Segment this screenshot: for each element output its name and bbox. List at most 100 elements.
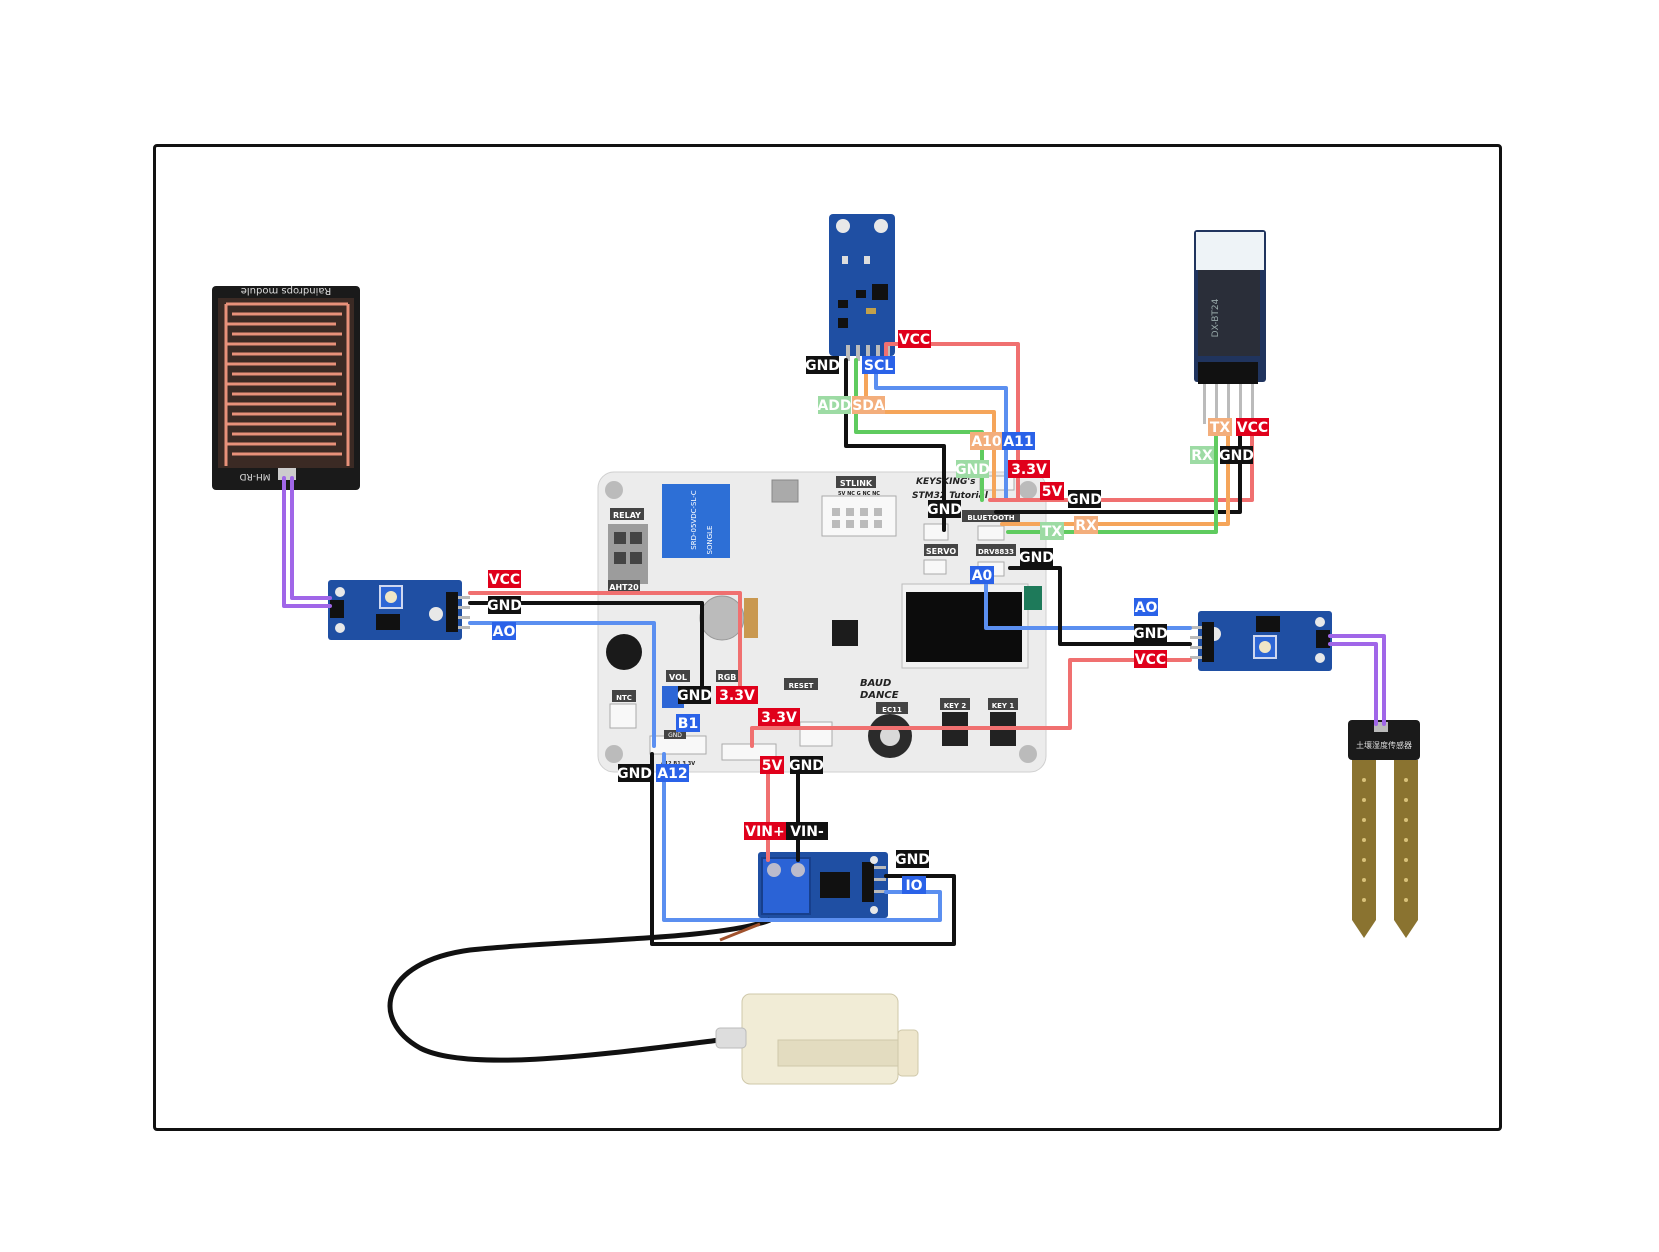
pin-label-bg: [488, 570, 521, 588]
pin-label-bth-rx: RX: [1074, 516, 1098, 534]
pin-label-soil-ao: AO: [1134, 598, 1158, 616]
silk-gnd-header: GND: [668, 732, 682, 739]
pin-label-rain-ao: AO: [492, 622, 516, 640]
pin-label-bg: [862, 356, 895, 374]
pin-label-bg: [1002, 432, 1035, 450]
pin-label-bg: [492, 622, 516, 640]
silk-bluetooth: BLUETOOTH: [967, 514, 1014, 522]
pin-label-text: VCC: [899, 332, 930, 348]
wire-blue-14: [984, 566, 1192, 630]
silk-stlink-pins: 5V NC G NC NC: [838, 491, 880, 497]
pin-label-bth-5v: 5V: [1040, 482, 1064, 500]
silk-key2: KEY 2: [944, 702, 967, 710]
pin-label-bg: [1236, 418, 1269, 436]
pin-label-bg: [786, 822, 828, 840]
pin-label-mos-io: IO: [902, 876, 926, 894]
pin-label-bg: [760, 756, 784, 774]
pin-label-bg: [902, 876, 926, 894]
silk-reset: RESET: [789, 682, 814, 690]
pin-label-bg: [716, 686, 758, 704]
pin-label-vol-gnd: GND: [677, 686, 712, 704]
raindrops-plate-sub: MH-RD: [239, 471, 270, 481]
pin-label-text: SCL: [864, 358, 893, 374]
pin-label-bg: [1190, 446, 1214, 464]
raindrops-plate-title: Raindrops module: [241, 285, 332, 296]
pin-label-text: VCC: [1135, 652, 1166, 668]
pin-label-hdr-a12: A12: [656, 764, 689, 782]
pin-label-text: GND: [617, 766, 652, 782]
pin-label-bg: [1134, 650, 1167, 668]
rain-comparator-module: [328, 580, 470, 640]
pin-label-bh-gnd: GND: [805, 356, 840, 374]
pin-label-bg: [1134, 624, 1167, 642]
pin-label-text: 5V: [762, 758, 783, 774]
pin-label-text: GND: [1067, 492, 1102, 508]
pin-label-ext-33: 3.3V: [758, 708, 800, 726]
pin-label-bg: [956, 460, 989, 478]
pin-label-bh-sda: SDA: [852, 396, 885, 414]
pin-label-bg: [676, 714, 700, 732]
pin-label-bt-gnd: GND: [1219, 446, 1254, 464]
pin-label-text: A11: [1003, 434, 1033, 450]
pin-label-bg: [1134, 598, 1158, 616]
pin-label-text: 3.3V: [719, 688, 755, 704]
pin-label-bg: [1208, 418, 1232, 436]
pin-label-bg: [1068, 490, 1101, 508]
pin-label-text: GND: [895, 852, 930, 868]
pin-label-drv-a0: A0: [970, 566, 994, 584]
pin-label-text: A12: [657, 766, 687, 782]
pin-label-bg: [744, 822, 786, 840]
pin-label-text: VCC: [489, 572, 520, 588]
pin-label-text: VIN+: [745, 824, 785, 840]
silk-vol: VOL: [669, 673, 687, 682]
silk-key1: KEY 1: [992, 702, 1015, 710]
pin-label-mos-gnd: GND: [895, 850, 930, 868]
pin-label-soil-gnd: GND: [1133, 624, 1168, 642]
pin-label-text: TX: [1210, 420, 1231, 436]
pin-label-bg: [488, 596, 521, 614]
silk-aht20: AHT20: [609, 583, 639, 592]
pin-label-text: IO: [905, 878, 922, 894]
silk-rgb: RGB: [718, 673, 737, 682]
pin-label-bg: [818, 396, 851, 414]
wire-purple-18: [1328, 642, 1378, 726]
soil-comparator-module: [1190, 611, 1332, 671]
pin-label-mos-vinm: VIN-: [786, 822, 828, 840]
silk-brand: KEYSKING's: [916, 477, 976, 487]
relay-part-text: SRD-05VDC-SL-C: [690, 490, 698, 549]
pin-label-bg: [970, 432, 1003, 450]
pin-label-i2c-a10: A10: [970, 432, 1003, 450]
pin-label-text: GND: [1019, 550, 1054, 566]
pin-label-text: AO: [493, 624, 516, 640]
pin-label-vol-33: 3.3V: [716, 686, 758, 704]
relay-brand-text: SONGLE: [706, 526, 714, 555]
pin-label-text: GND: [1219, 448, 1254, 464]
pin-label-rain-gnd: GND: [487, 596, 522, 614]
silk-ec11: EC11: [882, 706, 902, 714]
pin-label-bt-rx: RX: [1190, 446, 1214, 464]
silk-drv8833: DRV8833: [978, 548, 1014, 556]
pin-label-bt-vcc: VCC: [1236, 418, 1269, 436]
pin-label-text: ADD: [817, 398, 851, 414]
silk-stlink: STLINK: [840, 479, 873, 488]
silk-servo: SERVO: [926, 547, 956, 556]
pin-label-servo-gnd: GND: [927, 500, 962, 518]
soil-moisture-probe: 土壤湿度传感器: [1348, 720, 1420, 938]
silk-model: STM32 Tutorial: [912, 491, 989, 501]
wire-red-2: [468, 591, 742, 702]
pin-label-bg: [1040, 482, 1064, 500]
wire-red-16: [750, 658, 1192, 748]
wire-black-15: [1008, 566, 1192, 646]
pin-label-i2c-a11: A11: [1002, 432, 1035, 450]
bluetooth-module-name: DX-BT24: [1211, 298, 1221, 337]
pin-label-text: B1: [678, 716, 698, 732]
wire-purple-0: [282, 476, 332, 608]
bluetooth-module: DX-BT24: [1194, 230, 1266, 424]
pin-label-hdr-gnd: GND: [617, 764, 652, 782]
silk-ntc: NTC: [616, 694, 632, 702]
pin-label-bg: [806, 356, 839, 374]
pin-label-bg: [898, 330, 931, 348]
pin-label-rain-vcc: VCC: [488, 570, 521, 588]
pin-label-text: GND: [677, 688, 712, 704]
